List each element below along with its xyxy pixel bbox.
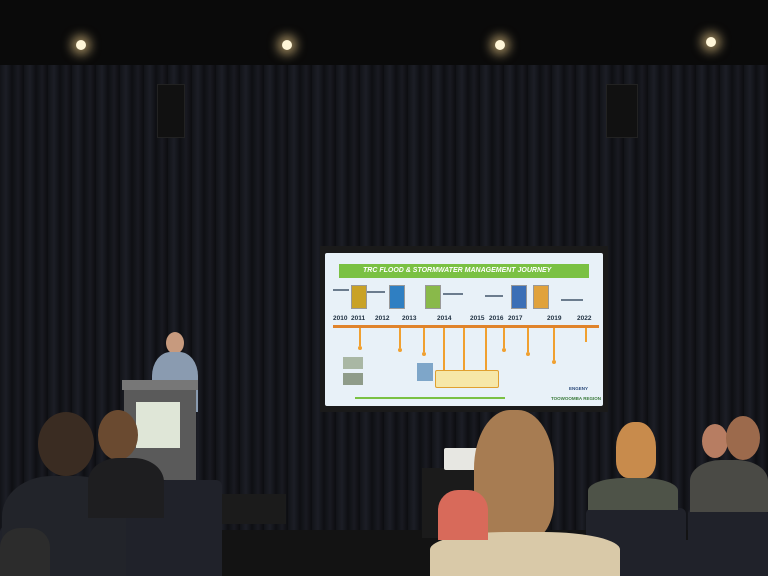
timeline-marker — [552, 360, 556, 364]
wall-speaker — [606, 84, 638, 138]
presenter-head — [166, 332, 184, 354]
audience-head — [702, 424, 728, 458]
timeline-year: 2016 — [489, 315, 504, 322]
audience-head — [98, 410, 138, 460]
lectern-sign — [136, 402, 180, 448]
ceiling-spotlight — [76, 40, 86, 50]
slide-caption-line — [367, 291, 385, 293]
timeline-year: 2015 — [470, 315, 485, 322]
timeline-year: 2011 — [351, 315, 366, 322]
timeline-year: 2014 — [437, 315, 452, 322]
timeline-year: 2019 — [547, 315, 562, 322]
audience-body — [0, 528, 50, 576]
ceiling-spotlight — [706, 37, 716, 47]
audience-body — [88, 458, 164, 518]
audience-body — [438, 490, 488, 540]
timeline-marker — [398, 348, 402, 352]
audience-body — [690, 460, 768, 512]
projector — [444, 448, 480, 470]
projection-screen: TRC FLOOD & STORMWATER MANAGEMENT JOURNE… — [320, 246, 608, 412]
timeline-year: 2010 — [333, 315, 348, 322]
audience-member — [0, 410, 130, 576]
timeline-year: 2022 — [577, 315, 592, 322]
slide-caption-line — [485, 295, 503, 297]
audience-head — [38, 412, 94, 476]
ceiling-spotlight — [282, 40, 292, 50]
timeline-pin — [503, 328, 505, 348]
engeny-logo: ENGENY — [569, 386, 589, 391]
timeline-pin — [463, 328, 465, 372]
timeline-pin — [399, 328, 401, 348]
slide-photo — [417, 363, 433, 381]
report-thumbnail — [511, 285, 527, 309]
timeline-marker — [422, 352, 426, 356]
audience-member — [588, 420, 680, 510]
report-thumbnail — [389, 285, 405, 309]
ceiling — [0, 0, 768, 70]
report-thumbnail — [425, 285, 441, 309]
slide-caption-line — [443, 293, 463, 295]
timeline-marker — [502, 348, 506, 352]
audience-member — [0, 418, 50, 576]
lectern-top — [122, 380, 198, 390]
timeline-pin — [553, 328, 555, 360]
timeline-pin — [443, 328, 445, 370]
slide-footer-bar — [355, 397, 505, 399]
slide-photo — [343, 357, 363, 369]
slide-caption-line — [561, 299, 583, 301]
audience-member — [438, 470, 488, 540]
timeline-marker — [358, 346, 362, 350]
timeline-pin — [527, 328, 529, 352]
wall-speaker — [157, 84, 185, 138]
timeline-pin — [423, 328, 425, 352]
audience-head — [726, 416, 760, 460]
timeline-year: 2012 — [375, 315, 390, 322]
timeline-year: 2017 — [508, 315, 523, 322]
audience-member — [88, 408, 164, 518]
slide-caption-line — [333, 289, 349, 291]
audience-body — [588, 478, 678, 510]
timeline-pin — [359, 328, 361, 346]
toowoomba-region-logo: TOOWOOMBA REGION — [551, 396, 601, 401]
stage-table — [222, 494, 286, 524]
timeline-pin — [585, 328, 587, 342]
timeline-marker — [526, 352, 530, 356]
timeline-year: 2013 — [402, 315, 417, 322]
timeline-bar — [333, 325, 599, 328]
presentation-slide: TRC FLOOD & STORMWATER MANAGEMENT JOURNE… — [325, 253, 603, 406]
timeline-pin — [485, 328, 487, 370]
audience-head — [616, 422, 656, 478]
report-thumbnail — [351, 285, 367, 309]
ceiling-spotlight — [495, 40, 505, 50]
audience-seat — [604, 540, 768, 576]
audience-member — [690, 412, 768, 512]
report-thumbnail — [533, 285, 549, 309]
slide-photo — [343, 373, 363, 385]
timeline-highlight-box — [435, 370, 499, 388]
slide-title: TRC FLOOD & STORMWATER MANAGEMENT JOURNE… — [339, 264, 589, 278]
